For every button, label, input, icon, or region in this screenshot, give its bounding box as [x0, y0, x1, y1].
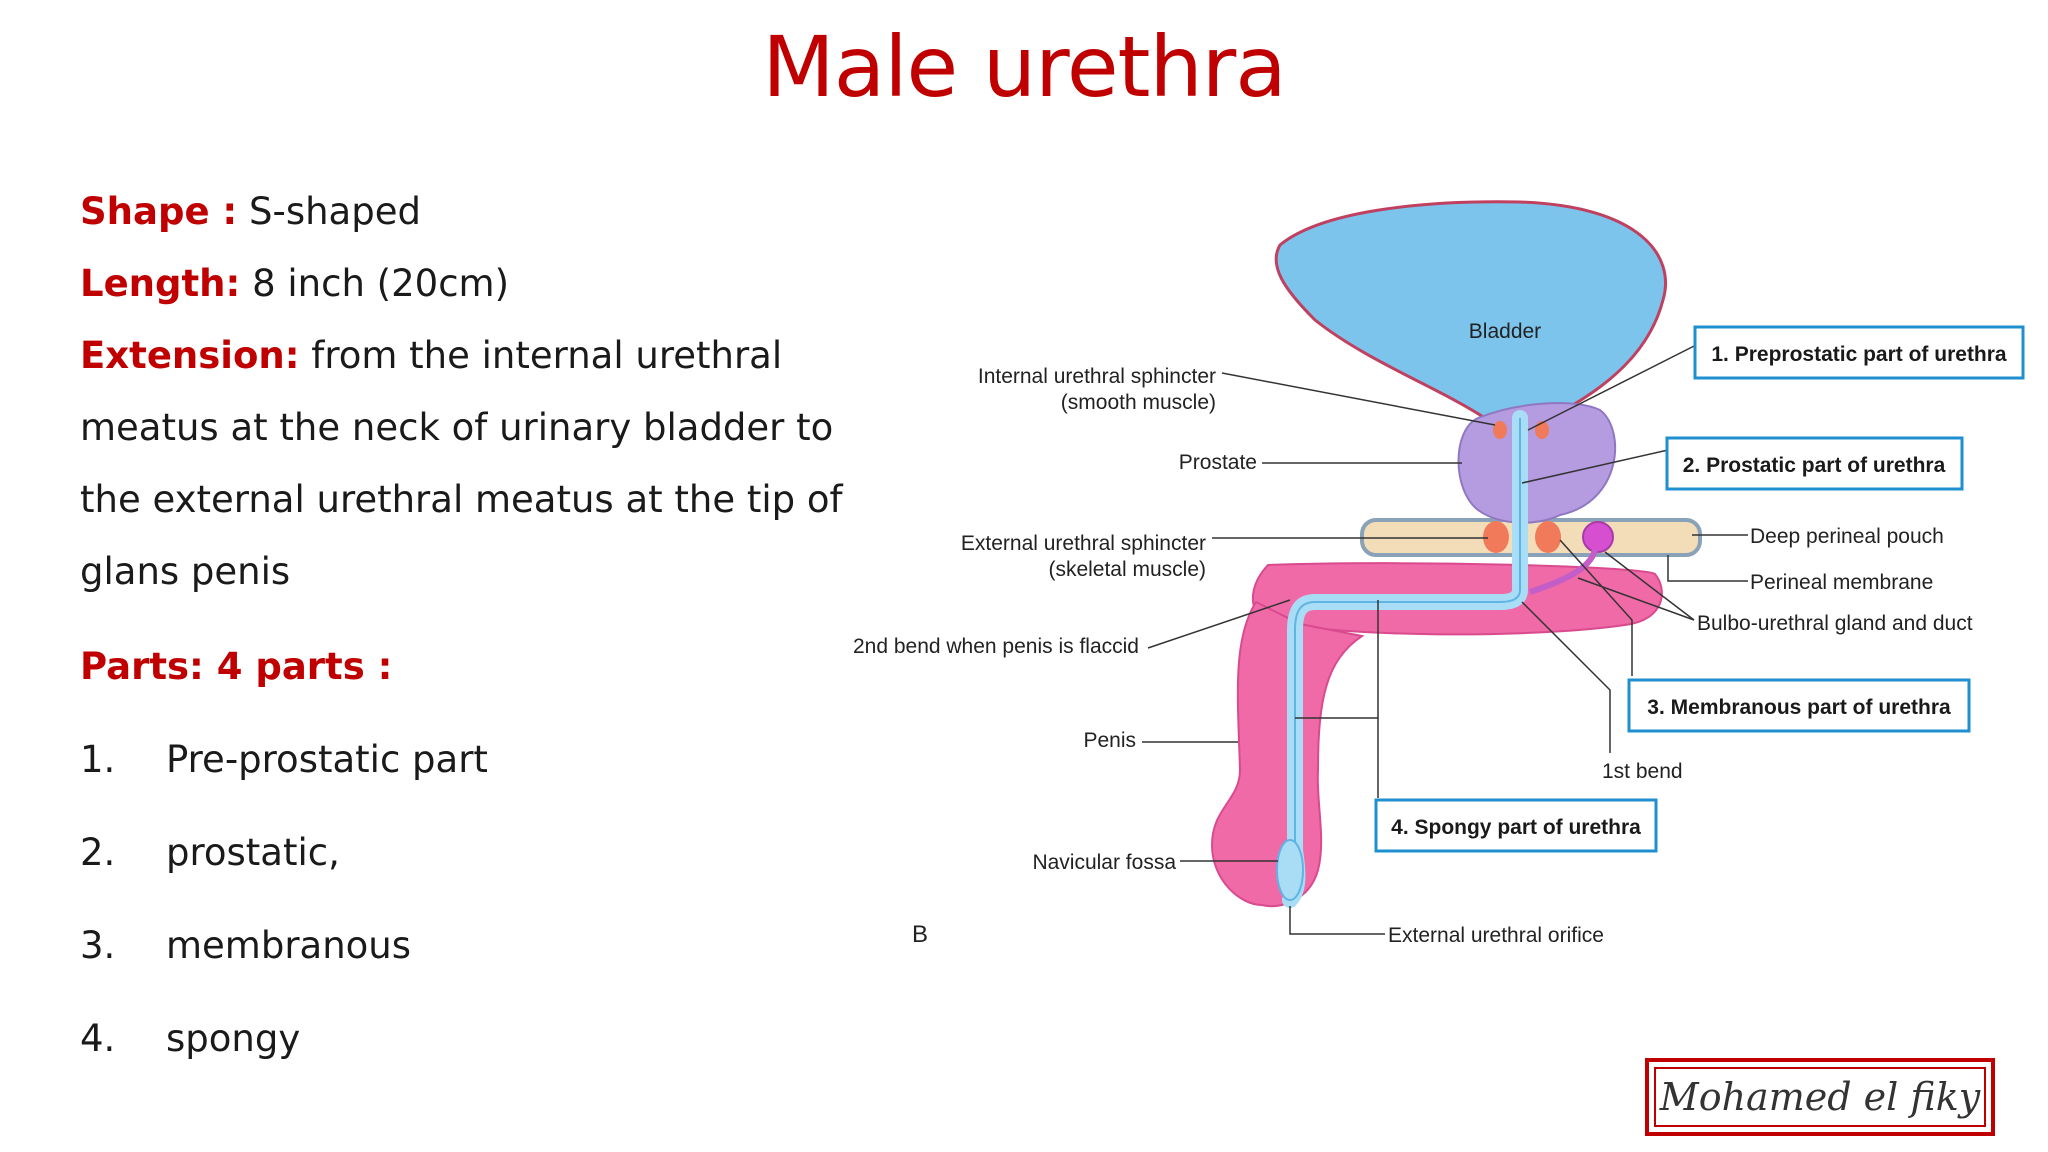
leader-line — [1521, 601, 1611, 753]
internal-sphincter-shape — [1493, 421, 1507, 439]
label-bladder: Bladder — [1469, 320, 1541, 343]
label-external-sphincter-sub: (skeletal muscle) — [1048, 558, 1206, 581]
box-preprostatic — [1693, 325, 2025, 380]
parts-list-item: 3. membranous — [80, 924, 780, 974]
leader-line — [1667, 555, 1748, 582]
shape-value: S-shaped — [248, 190, 421, 233]
urethra-diagram: Bladder Internal urethral sphincter (smo… — [853, 200, 2025, 948]
label-second-bend: 2nd bend when penis is flaccid — [853, 635, 1139, 658]
parts-list-item: 2. prostatic, — [80, 831, 780, 881]
label-external-orifice: External urethral orifice — [1388, 924, 1604, 947]
extension-line-4: glans penis — [80, 550, 291, 593]
extension-line-1: Extension: from the internal urethral — [80, 334, 782, 377]
label-membranous: 3. Membranous part of urethra — [1647, 696, 1951, 719]
extension-text-1: from the internal urethral — [311, 334, 783, 377]
label-internal-sphincter-sub: (smooth muscle) — [1061, 391, 1216, 414]
leader-line — [1221, 372, 1496, 426]
navicular-fossa-shape — [1276, 839, 1304, 901]
label-internal-sphincter: Internal urethral sphincter — [978, 365, 1216, 388]
extension-key: Extension: — [80, 334, 300, 377]
label-first-bend: 1st bend — [1602, 760, 1683, 783]
part-label: spongy — [166, 1017, 301, 1060]
label-penis: Penis — [1083, 729, 1136, 752]
leader-line — [1559, 539, 1633, 676]
external-sphincter-shape — [1483, 521, 1509, 553]
label-bulbo-urethral: Bulbo-urethral gland and duct — [1697, 612, 1973, 635]
prostate-shape — [1457, 402, 1617, 524]
length-key: Length: — [80, 262, 241, 305]
label-preprostatic: 1. Preprostatic part of urethra — [1711, 343, 2007, 366]
bladder-shape — [1274, 200, 1668, 422]
bulbo-urethral-gland-shape — [1582, 521, 1614, 553]
box-prostatic — [1665, 436, 1964, 491]
leader-line — [1289, 906, 1385, 935]
slide-title: Male urethra — [762, 18, 1286, 116]
leader-line — [1577, 577, 1695, 621]
part-number: 2. — [80, 831, 116, 874]
box-spongy — [1374, 798, 1658, 853]
label-external-sphincter: External urethral sphincter — [961, 532, 1206, 555]
shape-line: Shape : S-shaped — [80, 190, 421, 233]
label-spongy: 4. Spongy part of urethra — [1391, 816, 1641, 839]
part-number: 4. — [80, 1017, 116, 1060]
external-sphincter-shape — [1535, 521, 1561, 553]
leader-line — [1604, 551, 1695, 621]
signature-text: Mohamed el fiky — [1654, 1067, 1986, 1127]
extension-line-3: the external urethral meatus at the tip … — [80, 478, 843, 521]
part-label: membranous — [166, 924, 412, 967]
label-perineal-membrane: Perineal membrane — [1750, 571, 1933, 594]
bulbo-urethral-duct-shape — [1529, 548, 1598, 595]
author-signature: Mohamed el fiky — [1645, 1058, 1995, 1136]
length-value: 8 inch (20cm) — [252, 262, 510, 305]
leader-line — [1147, 599, 1291, 649]
shape-key: Shape : — [80, 190, 238, 233]
leader-line — [1527, 342, 1701, 431]
parts-list-item: 4. spongy — [80, 1017, 780, 1067]
label-prostatic: 2. Prostatic part of urethra — [1683, 454, 1946, 477]
label-deep-perineal-pouch: Deep perineal pouch — [1750, 525, 1944, 548]
part-number: 3. — [80, 924, 116, 967]
length-line: Length: 8 inch (20cm) — [80, 262, 509, 305]
label-navicular-fossa: Navicular fossa — [1032, 851, 1176, 874]
box-membranous — [1627, 678, 1971, 733]
label-prostate: Prostate — [1179, 451, 1257, 474]
part-number: 1. — [80, 738, 116, 781]
parts-heading: Parts: 4 parts : — [80, 645, 393, 688]
panel-letter: B — [912, 921, 928, 948]
part-label: Pre-prostatic part — [166, 738, 488, 781]
extension-line-2: meatus at the neck of urinary bladder to — [80, 406, 834, 449]
part-label: prostatic, — [166, 831, 340, 874]
parts-list-item: 1. Pre-prostatic part — [80, 738, 780, 788]
leader-line — [1521, 449, 1669, 484]
